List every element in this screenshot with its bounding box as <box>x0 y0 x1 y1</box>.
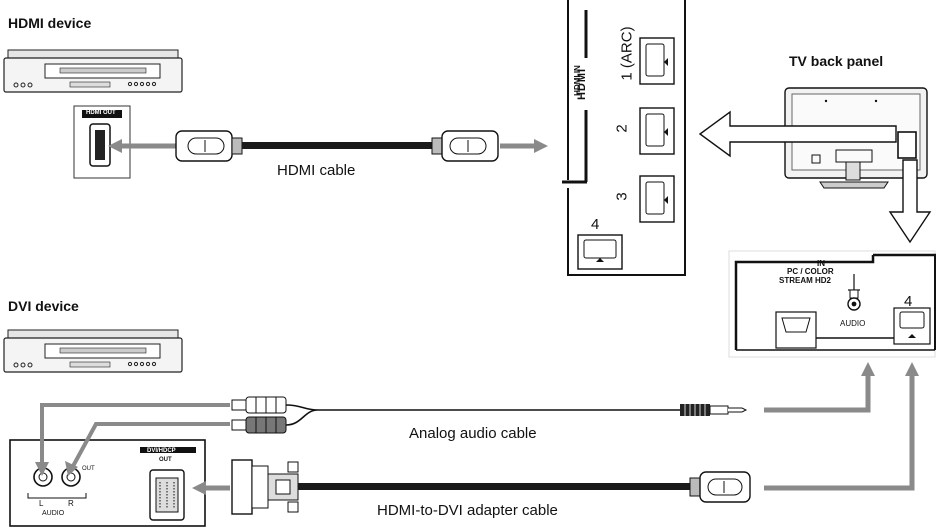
dvi-device-heading: DVI device <box>8 298 79 314</box>
audio-r-label: R <box>68 499 74 508</box>
analog-audio-cable-label: Analog audio cable <box>409 425 537 442</box>
port-4-label: 4 <box>591 216 600 233</box>
dvi-device-jack-panel <box>9 439 206 527</box>
port-2-label: 2 <box>613 124 631 133</box>
pc-color-label-1: PC / COLOR <box>787 267 834 276</box>
hdmi-in-arrow <box>500 139 548 153</box>
tv-panel-callout-arrow <box>698 110 897 158</box>
rca-insert-arrows <box>35 403 230 476</box>
side-audio-label: AUDIO <box>840 319 866 328</box>
analog-audio-cable <box>231 396 748 434</box>
dvi-hdcp-label-2: OUT <box>159 457 172 463</box>
hdmi-to-dvi-adapter-cable <box>231 459 751 515</box>
in-label: IN <box>817 259 825 268</box>
tv-back-panel-heading: TV back panel <box>789 53 884 69</box>
hdmi-cable <box>175 130 499 162</box>
audio-out-label: OUT <box>82 466 95 472</box>
audio-l-label: L <box>39 499 44 508</box>
hdmi-out-jack-panel <box>73 105 131 179</box>
dvi-out-arrow <box>192 481 230 495</box>
side-port-4-label: 4 <box>904 293 913 310</box>
dvi-audio-label: AUDIO <box>42 510 65 517</box>
port-3-label: 3 <box>613 192 631 201</box>
tv-side-input-panel <box>728 250 936 358</box>
hdmi-device-heading: HDMI device <box>8 15 92 31</box>
hdmi-logo-text: HDMI <box>576 67 589 101</box>
tv-panel-down-arrow <box>888 159 932 244</box>
audio-in-arrow <box>764 362 875 413</box>
hdmi4-in-arrow <box>764 362 919 491</box>
pc-color-label-2: STREAM HD2 <box>779 276 832 285</box>
hdmi-out-arrow <box>108 139 176 153</box>
hdmi-device-recorder <box>3 49 183 93</box>
hdmi-out-label: HDMI OUT <box>86 110 116 116</box>
tv-hdmi-in-panel <box>560 0 686 276</box>
adapter-cable-label: HDMI-to-DVI adapter cable <box>377 502 558 519</box>
dvi-device-recorder <box>3 329 183 373</box>
hdmi-cable-label: HDMI cable <box>277 162 356 179</box>
dvi-hdcp-label-1: DVI/HDCP <box>147 448 176 454</box>
port-1-label: 1 (ARC) <box>618 26 636 81</box>
